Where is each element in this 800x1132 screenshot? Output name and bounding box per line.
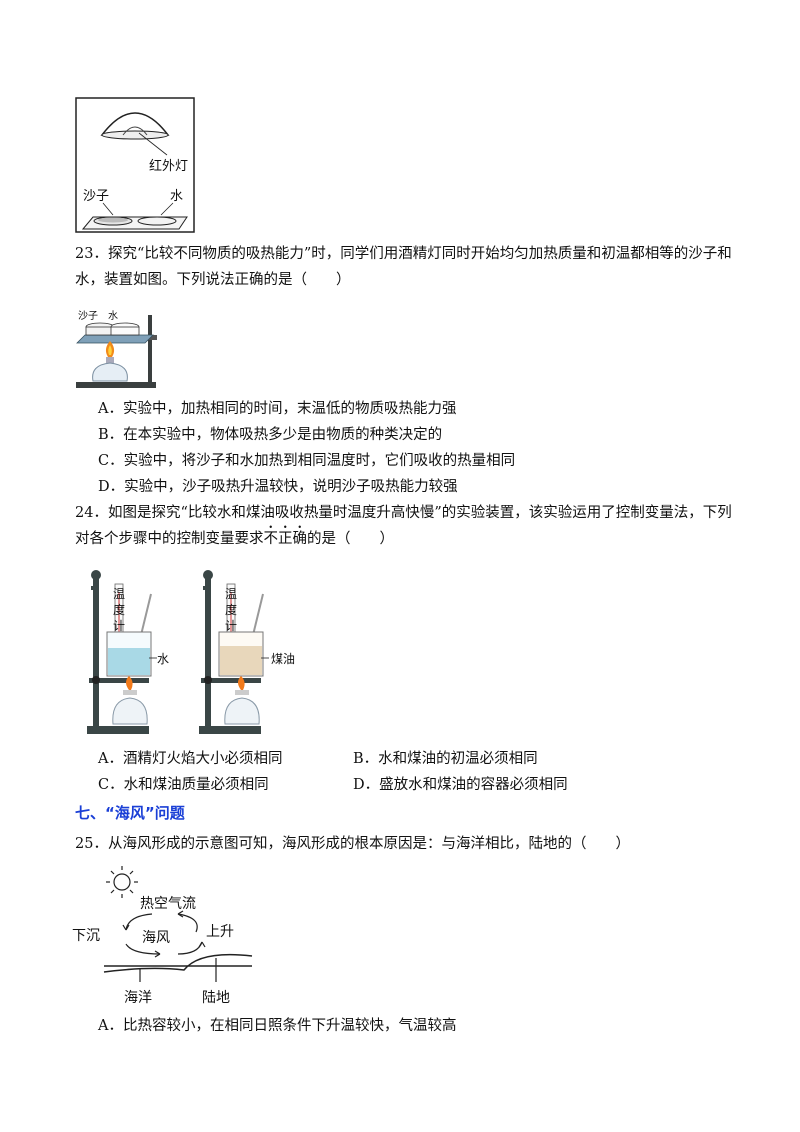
q24-stem-pre: 对各个步骤中的控制变量要求 [75,531,264,547]
q24-emph-1: 不 [264,529,279,549]
thermo2-char-2: 度 [225,602,237,617]
sun-icon [106,866,138,898]
sink-label: 下沉 [72,928,100,944]
thermo2-char-3: 计 [225,619,237,633]
q24-stem-post: 的是（ ） [307,531,394,547]
thermo1-char-2: 度 [113,602,125,617]
q24-stem-line1: 24．如图是探究“比较水和煤油吸收热量时温度升高快慢”的实验装置，该实验运用了控… [75,505,732,521]
q23-option-a[interactable]: A．实验中，加热相同的时间，末温低的物质吸热能力强 [98,401,457,417]
land-label: 陆地 [202,990,230,1006]
sand-label: 沙子 [83,189,109,204]
q23-option-c[interactable]: C．实验中，将沙子和水加热到相同温度时，它们吸收的热量相同 [98,453,516,469]
q24-emph-2: 正 [278,529,293,549]
q23-option-b[interactable]: B．在本实验中，物体吸热多少是由物质的种类决定的 [98,427,443,443]
figure-infrared-lamp: 红外灯 沙子 水 [75,97,195,233]
thermo1-char-3: 计 [113,619,125,633]
q23-stem-line1: 23．探究“比较不同物质的吸热能力”时，同学们用酒精灯同时开始均匀加热质量和初温… [75,246,732,262]
hot-air-label: 热空气流 [140,896,196,912]
q24-emph-3: 确 [293,529,308,549]
thermo1-char-1: 温 [113,587,125,601]
liquid2-label: 煤油 [271,652,295,666]
q24-option-a[interactable]: A．酒精灯火焰大小必须相同 [98,751,283,767]
section-title: 七、“海风”问题 [75,804,185,822]
q24-option-b[interactable]: B．水和煤油的初温必须相同 [353,751,538,767]
q23-sand-label: 沙子 [78,310,98,322]
figure-sand-water-burner: 沙子 水 [75,305,165,390]
thermo2-char-1: 温 [225,587,237,601]
q24-option-d[interactable]: D．盛放水和煤油的容器必须相同 [353,777,568,793]
q23-stem-line2: 水，装置如图。下列说法正确的是（ ） [75,272,351,288]
water-label: 水 [170,189,183,204]
sea-breeze-label: 海风 [142,930,170,946]
liquid1-label: 水 [157,652,169,666]
figure-water-kerosene-apparatus: 温 度 计 水 温 度 计 煤油 [85,560,315,738]
q24-option-c[interactable]: C．水和煤油质量必须相同 [98,777,269,793]
sea-label: 海洋 [124,990,152,1006]
rise-label: 上升 [206,924,234,940]
figure-sea-breeze: 热空气流 下沉 上升 海风 海洋 陆地 [70,862,270,1010]
q23-water-label: 水 [108,310,118,322]
q24-stem-line2: 对各个步骤中的控制变量要求不正确的是（ ） [75,529,394,549]
q23-option-d[interactable]: D．实验中，沙子吸热升温较快，说明沙子吸热能力较强 [98,479,458,495]
q25-option-a[interactable]: A．比热容较小，在相同日照条件下升温较快，气温较高 [98,1018,457,1034]
q25-stem-line1: 25．从海风形成的示意图可知，海风形成的根本原因是：与海洋相比，陆地的（ ） [75,836,630,852]
lamp-label: 红外灯 [149,158,188,174]
